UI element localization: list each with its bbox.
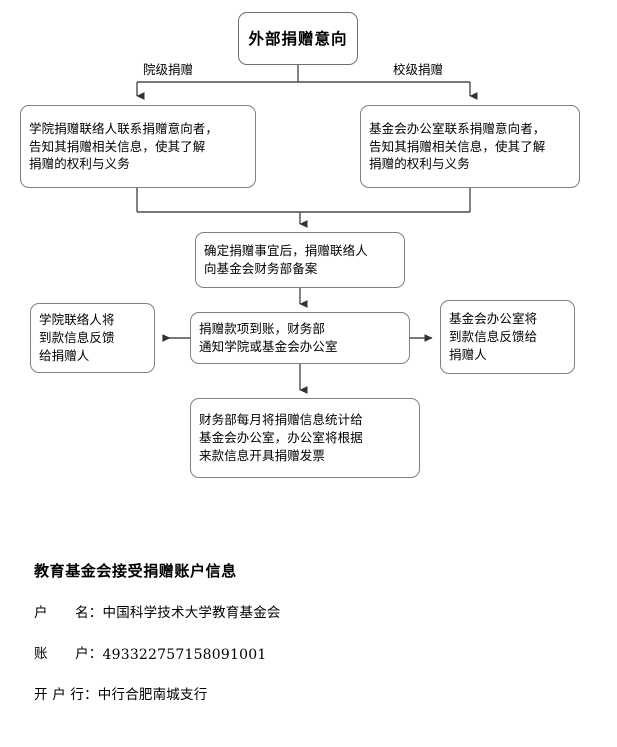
account-label-bank: 开 户 行：	[34, 687, 98, 703]
flow-node-monthly-report: 财务部每月将捐赠信息统计给 基金会办公室，办公室将根据 来款信息开具捐赠发票	[190, 398, 420, 478]
account-label-name: 户 名：	[34, 605, 103, 621]
flow-node-funds-received: 捐赠款项到账，财务部 通知学院或基金会办公室	[190, 312, 410, 364]
account-info-section: 教育基金会接受捐赠账户信息 户 名： 中国科学技术大学教育基金会 账 户： 49…	[0, 560, 617, 730]
flow-node-record-filing-label: 确定捐赠事宜后，捐赠联络人 向基金会财务部备案	[204, 243, 368, 276]
edge-label-university-branch: 校级捐赠	[393, 62, 444, 77]
account-label-number: 账 户：	[34, 646, 103, 662]
flow-node-left-feedback-label: 学院联络人将 到款信息反馈 给捐赠人	[39, 312, 115, 363]
account-value-name: 中国科学技术大学教育基金会	[102, 605, 281, 621]
account-row-number: 账 户： 493322757158091001	[34, 646, 617, 689]
flow-node-monthly-report-label: 财务部每月将捐赠信息统计给 基金会办公室，办公室将根据 来款信息开具捐赠发票	[199, 412, 363, 463]
account-info-title: 教育基金会接受捐赠账户信息	[34, 562, 237, 580]
account-value-bank: 中行合肥南城支行	[97, 687, 208, 703]
flow-node-right-feedback-label: 基金会办公室将 到款信息反馈给 捐赠人	[449, 311, 538, 362]
flow-node-record-filing: 确定捐赠事宜后，捐赠联络人 向基金会财务部备案	[195, 232, 405, 288]
account-row-bank: 开 户 行： 中行合肥南城支行	[34, 687, 617, 730]
flow-node-college-contact: 学院捐赠联络人联系捐赠意向者， 告知其捐赠相关信息，使其了解 捐赠的权利与义务	[20, 105, 256, 188]
account-value-number: 493322757158091001	[102, 647, 267, 663]
flow-node-college-contact-label: 学院捐赠联络人联系捐赠意向者， 告知其捐赠相关信息，使其了解 捐赠的权利与义务	[29, 120, 219, 172]
flow-node-left-feedback: 学院联络人将 到款信息反馈 给捐赠人	[30, 303, 155, 373]
flowchart-connectors	[136, 65, 478, 394]
flowchart-canvas: 外部捐赠意向 院级捐赠 校级捐赠 学院捐赠联络人联系捐赠意向者， 告知其捐赠相关…	[20, 12, 580, 478]
flow-node-start: 外部捐赠意向	[238, 12, 358, 65]
flow-node-foundation-office: 基金会办公室联系捐赠意向者， 告知其捐赠相关信息，使其了解 捐赠的权利与义务	[360, 105, 580, 188]
flow-node-funds-received-label: 捐赠款项到账，财务部 通知学院或基金会办公室	[199, 321, 338, 354]
flow-node-right-feedback: 基金会办公室将 到款信息反馈给 捐赠人	[440, 300, 575, 374]
edge-label-college-branch: 院级捐赠	[143, 62, 194, 77]
account-row-name: 户 名： 中国科学技术大学教育基金会	[34, 605, 617, 648]
flow-node-start-label: 外部捐赠意向	[248, 29, 348, 48]
flow-node-foundation-office-label: 基金会办公室联系捐赠意向者， 告知其捐赠相关信息，使其了解 捐赠的权利与义务	[369, 120, 546, 172]
